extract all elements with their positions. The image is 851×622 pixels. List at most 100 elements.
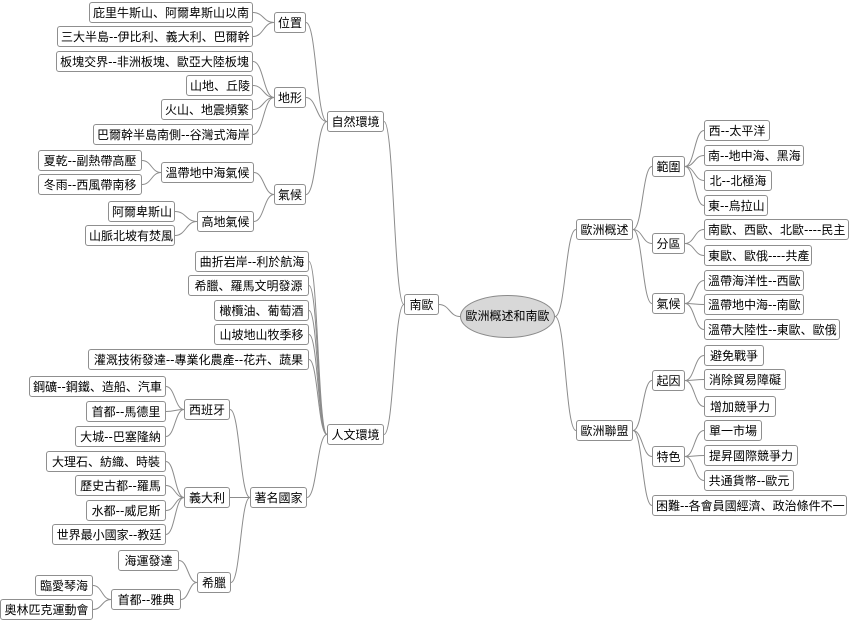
link-rw2 [308, 285, 328, 435]
node-gd2[interactable]: 山脈北坡有焚風 [85, 225, 175, 246]
link-kunnan [632, 430, 653, 506]
link-spain [229, 409, 251, 498]
link-rw1 [308, 261, 328, 435]
node-nanou[interactable]: 南歐 [404, 294, 439, 315]
node-gd1[interactable]: 阿爾卑斯山 [108, 201, 175, 222]
node-qh2[interactable]: 溫帶地中海--南歐 [704, 294, 804, 315]
link-rw5 [308, 359, 328, 435]
node-dixing[interactable]: 地形 [274, 87, 306, 108]
link-it2 [165, 485, 185, 498]
node-weizhi[interactable]: 位置 [274, 12, 306, 33]
node-it3[interactable]: 水都--威尼斯 [86, 500, 166, 521]
link-fq1 [684, 229, 705, 244]
node-kunnan[interactable]: 困難--各會員國經濟、政治條件不一 [652, 495, 847, 516]
node-fw2[interactable]: 南--地中海、黑海 [704, 145, 804, 166]
link-wd1 [141, 160, 162, 173]
node-wendai[interactable]: 溫帶地中海氣候 [161, 162, 254, 183]
node-dx4[interactable]: 巴爾幹半島南側--谷灣式海岸 [93, 124, 253, 145]
link-rw3 [308, 310, 328, 435]
node-wd2[interactable]: 冬雨--西風帶南移 [38, 174, 142, 195]
node-greece[interactable]: 希臘 [197, 572, 231, 593]
node-sp2[interactable]: 首都--馬德里 [86, 401, 166, 422]
link-renwen [383, 304, 405, 435]
node-italy[interactable]: 義大利 [184, 487, 230, 508]
node-at1[interactable]: 臨愛琴海 [35, 575, 93, 596]
node-rw5[interactable]: 灌溉技術發達--專業化農產--花卉、蔬果 [88, 349, 309, 370]
node-rw4[interactable]: 山坡地山牧季移 [214, 324, 309, 345]
node-at2[interactable]: 奧林匹克運動會 [0, 599, 93, 620]
link-at2 [92, 599, 112, 610]
node-fq2[interactable]: 東歐、歐俄----共產 [704, 245, 812, 266]
node-zhuming[interactable]: 著名國家 [250, 487, 307, 508]
node-gaodi[interactable]: 高地氣候 [197, 211, 254, 232]
node-lianmeng[interactable]: 歐洲聯盟 [576, 420, 633, 441]
link-ts1 [684, 430, 705, 457]
link-qh3 [684, 303, 705, 330]
link-gr1 [178, 560, 198, 583]
link-fanwei [632, 166, 653, 230]
link-ziran [383, 121, 405, 305]
node-it1[interactable]: 大理石、紡織、時裝 [46, 451, 166, 472]
node-qh3[interactable]: 溫帶大陸性--東歐、歐俄 [704, 319, 840, 340]
node-qy2[interactable]: 消除貿易障礙 [704, 369, 786, 390]
node-rw1[interactable]: 曲折岩岸--利於航海 [195, 251, 309, 272]
link-sp1 [165, 386, 185, 410]
node-ts1[interactable]: 單一市場 [704, 420, 762, 441]
link-wz1 [252, 12, 275, 23]
link-zhuming [306, 434, 328, 498]
link-fw1 [684, 130, 705, 167]
node-fenqu[interactable]: 分區 [652, 233, 685, 254]
node-gaishu[interactable]: 歐洲概述 [576, 219, 633, 240]
link-gd2 [174, 221, 198, 236]
link-lianmeng [554, 316, 577, 431]
link-fw2 [684, 155, 705, 167]
node-sp3[interactable]: 大城--巴塞隆納 [75, 426, 166, 447]
node-spain[interactable]: 西班牙 [184, 399, 230, 420]
link-it4 [165, 497, 185, 535]
node-fq1[interactable]: 南歐、西歐、北歐----民主 [704, 219, 849, 240]
node-fw4[interactable]: 東--烏拉山 [704, 195, 768, 216]
node-fanwei[interactable]: 範圍 [652, 156, 685, 177]
node-wz1[interactable]: 庇里牛斯山、阿爾卑斯山以南 [89, 2, 253, 23]
root-node[interactable]: 歐洲概述和南歐 [460, 295, 555, 338]
node-ziran[interactable]: 自然環境 [327, 111, 384, 132]
node-tese[interactable]: 特色 [652, 446, 685, 467]
node-qy3[interactable]: 增加競爭力 [704, 396, 776, 417]
link-wz2 [252, 22, 275, 37]
node-qy1[interactable]: 避免戰爭 [704, 345, 764, 366]
link-gaishu [554, 229, 577, 317]
link-dx1 [252, 61, 275, 98]
link-qihou [305, 121, 328, 195]
node-wz2[interactable]: 三大半島--伊比利、義大利、巴爾幹 [57, 26, 253, 47]
node-dx3[interactable]: 火山、地震頻繁 [161, 99, 253, 120]
node-it2[interactable]: 歷史古都--羅馬 [75, 475, 166, 496]
node-rqihou[interactable]: 氣候 [652, 293, 685, 314]
node-qh1[interactable]: 溫帶海洋性--西歐 [704, 270, 804, 291]
node-dx2[interactable]: 山地、丘陵 [186, 75, 253, 96]
node-wd1[interactable]: 夏乾--副熱帶高壓 [38, 150, 142, 171]
link-it1 [165, 461, 185, 498]
link-dixing [305, 97, 328, 122]
link-fenqu [632, 229, 653, 244]
link-wendai [253, 172, 275, 195]
node-athens[interactable]: 首都--雅典 [111, 589, 181, 610]
link-nanou [438, 304, 461, 317]
node-it4[interactable]: 世界最小國家--教廷 [52, 524, 166, 545]
node-sp1[interactable]: 鋼礦--鋼鐵、造船、汽車 [29, 376, 166, 397]
node-ts3[interactable]: 共通貨幣--歐元 [704, 470, 794, 491]
link-wd2 [141, 172, 162, 185]
node-rw3[interactable]: 橄欖油、葡萄酒 [214, 300, 309, 321]
node-qihou[interactable]: 氣候 [274, 184, 306, 205]
link-dx2 [252, 85, 275, 98]
node-rw2[interactable]: 希臘、羅馬文明發源 [188, 275, 309, 296]
node-dx1[interactable]: 板塊交界--非洲板塊、歐亞大陸板塊 [56, 51, 253, 72]
node-gr1[interactable]: 海運發達 [118, 550, 179, 571]
node-fw1[interactable]: 西--太平洋 [704, 120, 770, 141]
link-dx4 [252, 97, 275, 135]
link-qiyin [632, 380, 653, 431]
node-qiyin[interactable]: 起因 [652, 370, 685, 391]
node-fw3[interactable]: 北--北極海 [704, 170, 772, 191]
node-ts2[interactable]: 提昇國際競爭力 [704, 445, 798, 466]
node-renwen[interactable]: 人文環境 [327, 424, 384, 445]
